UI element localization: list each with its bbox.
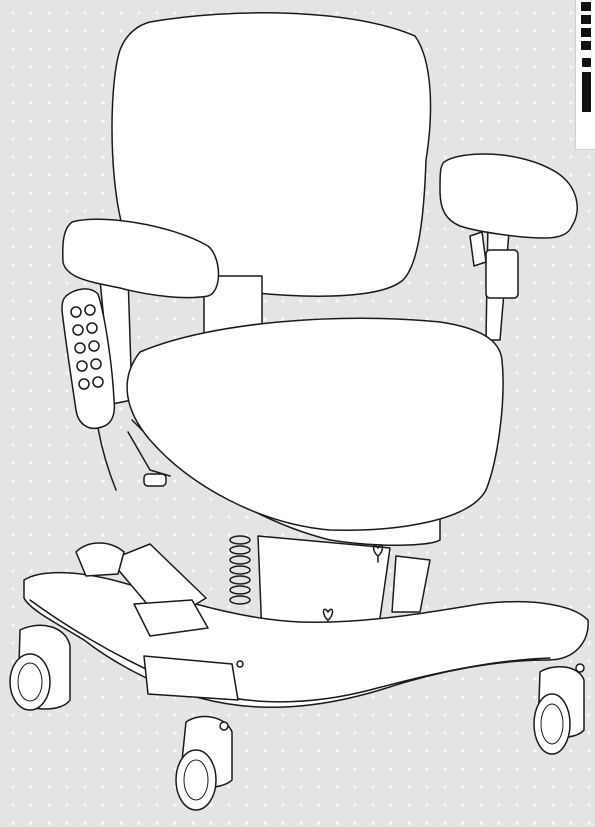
caster-front-left xyxy=(9,624,71,711)
rear-bracket xyxy=(391,555,431,613)
caster-right xyxy=(533,666,585,755)
hand-control-cable xyxy=(97,427,117,491)
actuator-bracket xyxy=(75,542,125,577)
left-armrest-pad xyxy=(62,218,220,299)
right-armrest-bracket xyxy=(485,249,519,299)
bolt xyxy=(219,721,229,731)
bolt xyxy=(236,660,244,668)
section-marker-icon xyxy=(581,2,591,11)
seat-lever-knob xyxy=(143,473,167,487)
section-marker-icon xyxy=(581,41,591,50)
backrest xyxy=(111,12,432,297)
seat-cushion xyxy=(126,317,504,531)
right-armrest-knob xyxy=(469,231,487,267)
section-marker-icon xyxy=(372,544,384,563)
hand-control-buttons xyxy=(70,304,104,390)
actuator-housing xyxy=(133,599,209,637)
section-marker-icon xyxy=(581,15,591,24)
right-armrest-pad xyxy=(439,153,578,239)
gas-spring xyxy=(229,535,251,605)
bolt xyxy=(575,663,585,673)
base-frame-edge xyxy=(29,599,551,703)
section-marker-icon xyxy=(581,28,591,37)
caster-front-center xyxy=(175,715,233,811)
info-tab xyxy=(575,0,595,150)
pedal-block xyxy=(143,655,239,701)
